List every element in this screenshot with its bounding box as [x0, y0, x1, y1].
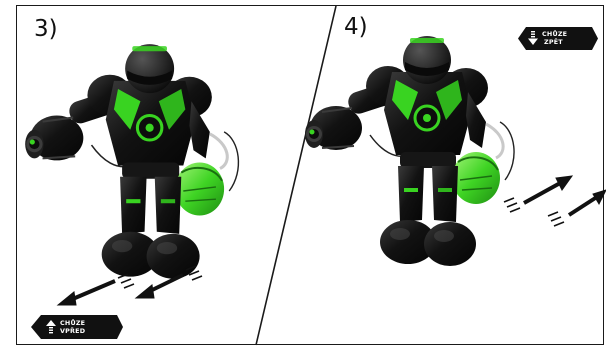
step-4-label: 4)	[344, 14, 368, 40]
walk-forward-line2: VPŘED	[60, 327, 86, 335]
instruction-frame	[16, 5, 604, 345]
forward-arrows	[56, 265, 203, 306]
walk-back-badge: CHŮZE ZPĚT	[518, 27, 598, 50]
step-3-label: 3)	[34, 16, 58, 42]
backward-arrows	[503, 175, 606, 227]
arrow-up-icon	[46, 320, 56, 326]
robot-figure-step3	[23, 42, 240, 281]
walk-back-line1: CHŮZE	[542, 30, 568, 38]
arrow-down-icon	[528, 38, 538, 45]
walk-forward-badge-shape	[31, 315, 123, 339]
panel-divider	[255, 5, 337, 346]
walk-forward-line1: CHŮZE	[60, 319, 86, 327]
robot-figure-step4	[303, 34, 516, 268]
walk-back-line2: ZPĚT	[544, 38, 563, 46]
walk-forward-badge: CHŮZE VPŘED	[31, 315, 123, 339]
walk-back-badge-shape	[518, 27, 598, 50]
